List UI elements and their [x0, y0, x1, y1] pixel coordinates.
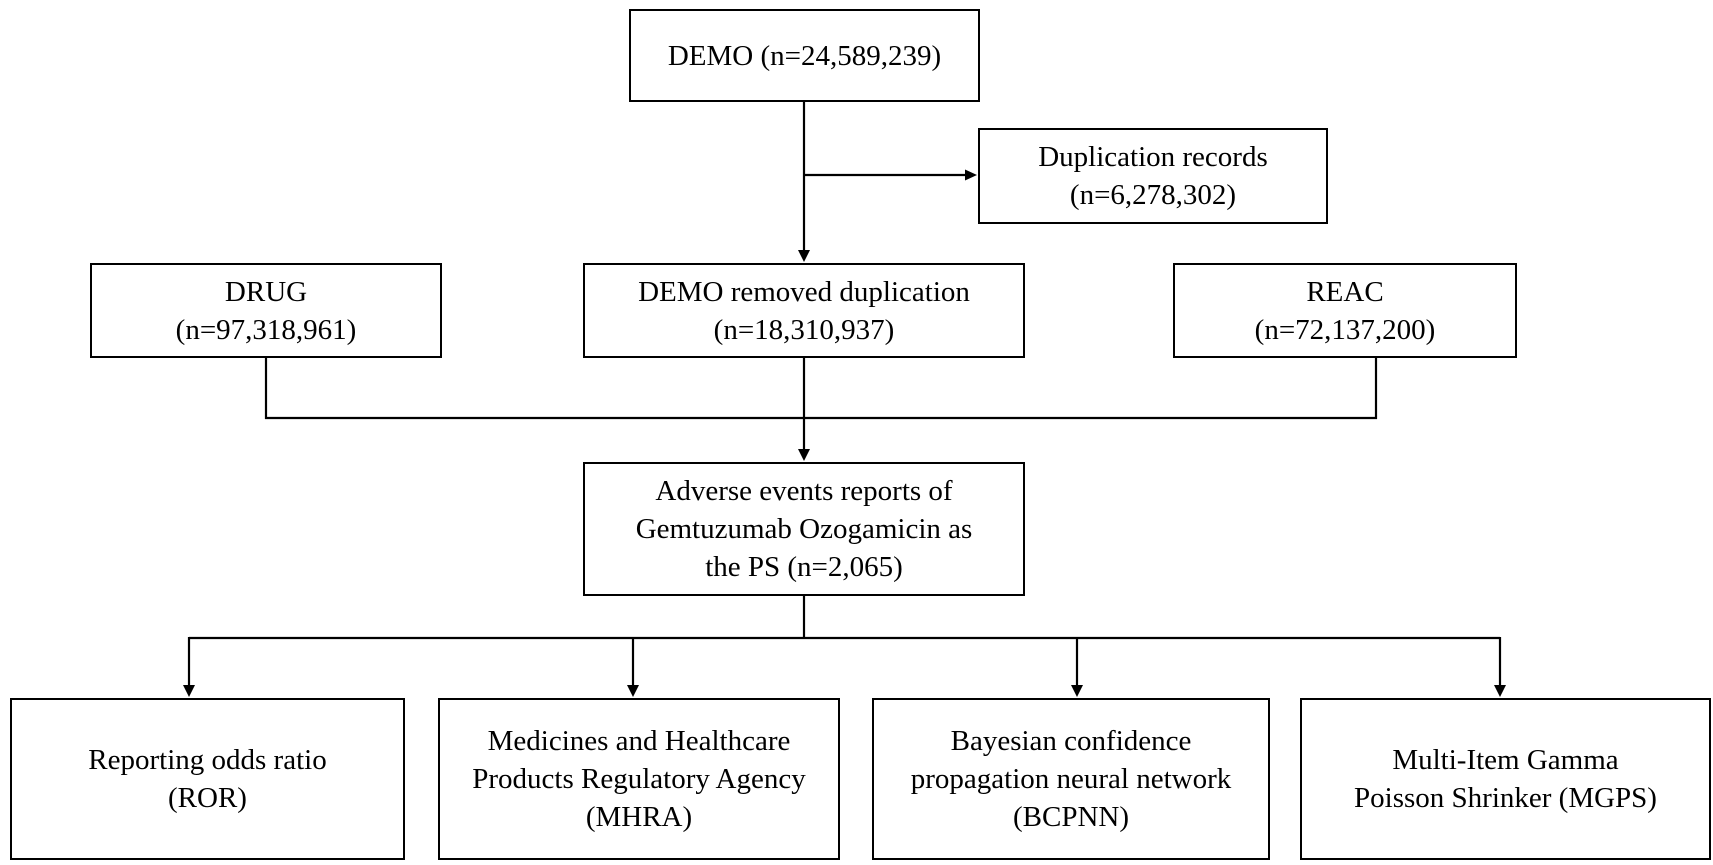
node-demo-removed-duplication-count: (n=18,310,937): [713, 313, 895, 346]
node-duplication-records-label: Duplication records: [1038, 141, 1268, 173]
arrowhead-into-mgps: [1494, 685, 1506, 697]
arrowhead-into-ror: [183, 685, 195, 697]
node-mhra-line1: Medicines and Healthcare: [487, 725, 791, 757]
node-demo-removed-duplication: DEMO removed duplication (n=18,310,937): [583, 263, 1025, 358]
node-adverse-events: Adverse events reports of Gemtuzumab Ozo…: [583, 462, 1025, 596]
node-demo: DEMO (n=24,589,239): [629, 9, 980, 102]
node-mhra-abbrev: (MHRA): [585, 801, 693, 833]
node-adverse-events-line2: Gemtuzumab Ozogamicin as: [635, 513, 973, 545]
node-reac-count: (n=72,137,200): [1254, 313, 1436, 346]
connector-group: [183, 101, 1506, 697]
node-duplication-records-count: (n=6,278,302): [1069, 179, 1237, 211]
node-drug-count: (n=97,318,961): [175, 313, 357, 346]
node-bcpnn-line2: propagation neural network: [910, 763, 1232, 795]
node-bcpnn-line1: Bayesian confidence: [950, 725, 1192, 757]
node-demo-label: DEMO (n=24,589,239): [667, 39, 942, 72]
node-mgps-line1: Multi-Item Gamma: [1392, 744, 1619, 776]
node-reac-label: REAC: [1306, 275, 1384, 308]
node-mhra-line2: Products Regulatory Agency: [472, 763, 806, 795]
arrowhead-into-demo-removed: [798, 250, 810, 262]
node-ror: Reporting odds ratio (ROR): [10, 698, 405, 860]
arrowhead-into-bcpnn: [1071, 685, 1083, 697]
node-adverse-events-line1: Adverse events reports of: [655, 475, 953, 507]
node-mgps: Multi-Item Gamma Poisson Shrinker (MGPS): [1300, 698, 1711, 860]
node-bcpnn-abbrev: (BCPNN): [1012, 801, 1129, 833]
node-ror-label: Reporting odds ratio: [88, 744, 327, 776]
node-reac: REAC (n=72,137,200): [1173, 263, 1517, 358]
node-mgps-line2: Poisson Shrinker (MGPS): [1354, 782, 1657, 814]
node-duplication-records: Duplication records (n=6,278,302): [978, 128, 1328, 224]
arrowhead-into-mhra: [627, 685, 639, 697]
arrowhead-into-adverse: [798, 449, 810, 461]
arrowhead-into-duplication: [965, 169, 977, 181]
node-drug: DRUG (n=97,318,961): [90, 263, 442, 358]
node-bcpnn: Bayesian confidence propagation neural n…: [872, 698, 1270, 860]
node-mhra: Medicines and Healthcare Products Regula…: [438, 698, 840, 860]
node-drug-label: DRUG: [224, 275, 308, 308]
node-adverse-events-line3: the PS (n=2,065): [705, 551, 903, 583]
node-ror-abbrev: (ROR): [168, 782, 247, 814]
node-demo-removed-duplication-label: DEMO removed duplication: [638, 275, 970, 308]
